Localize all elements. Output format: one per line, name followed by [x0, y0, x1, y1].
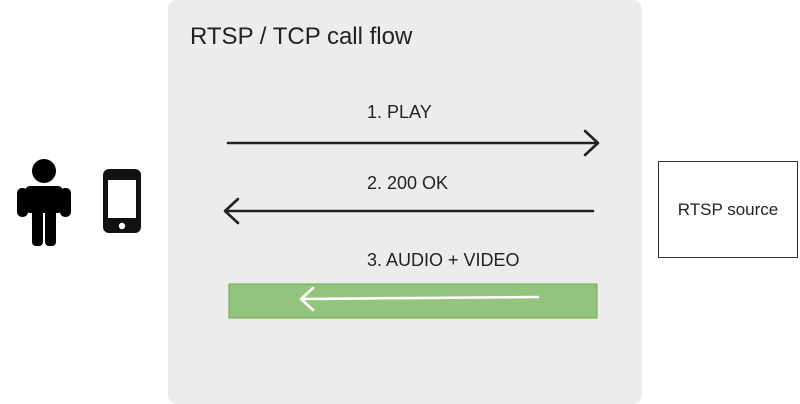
play-request-arrow: [226, 129, 600, 157]
call-flow-panel: [168, 0, 642, 404]
step-label-ok: 2. 200 OK: [367, 173, 449, 193]
media-stream-bar: [228, 283, 598, 319]
rtsp-source-label: RTSP source: [677, 199, 779, 219]
rtsp-source-box: RTSP source: [658, 161, 798, 258]
smartphone-icon: [103, 169, 141, 233]
stream-arrow-icon: [299, 286, 540, 312]
ok-response-arrow: [223, 197, 595, 225]
person-icon: [17, 159, 71, 246]
step-label-play: 1. PLAY: [367, 102, 432, 122]
step-label-media: 3. AUDIO + VIDEO: [367, 250, 520, 270]
diagram-title: RTSP / TCP call flow: [190, 23, 413, 50]
